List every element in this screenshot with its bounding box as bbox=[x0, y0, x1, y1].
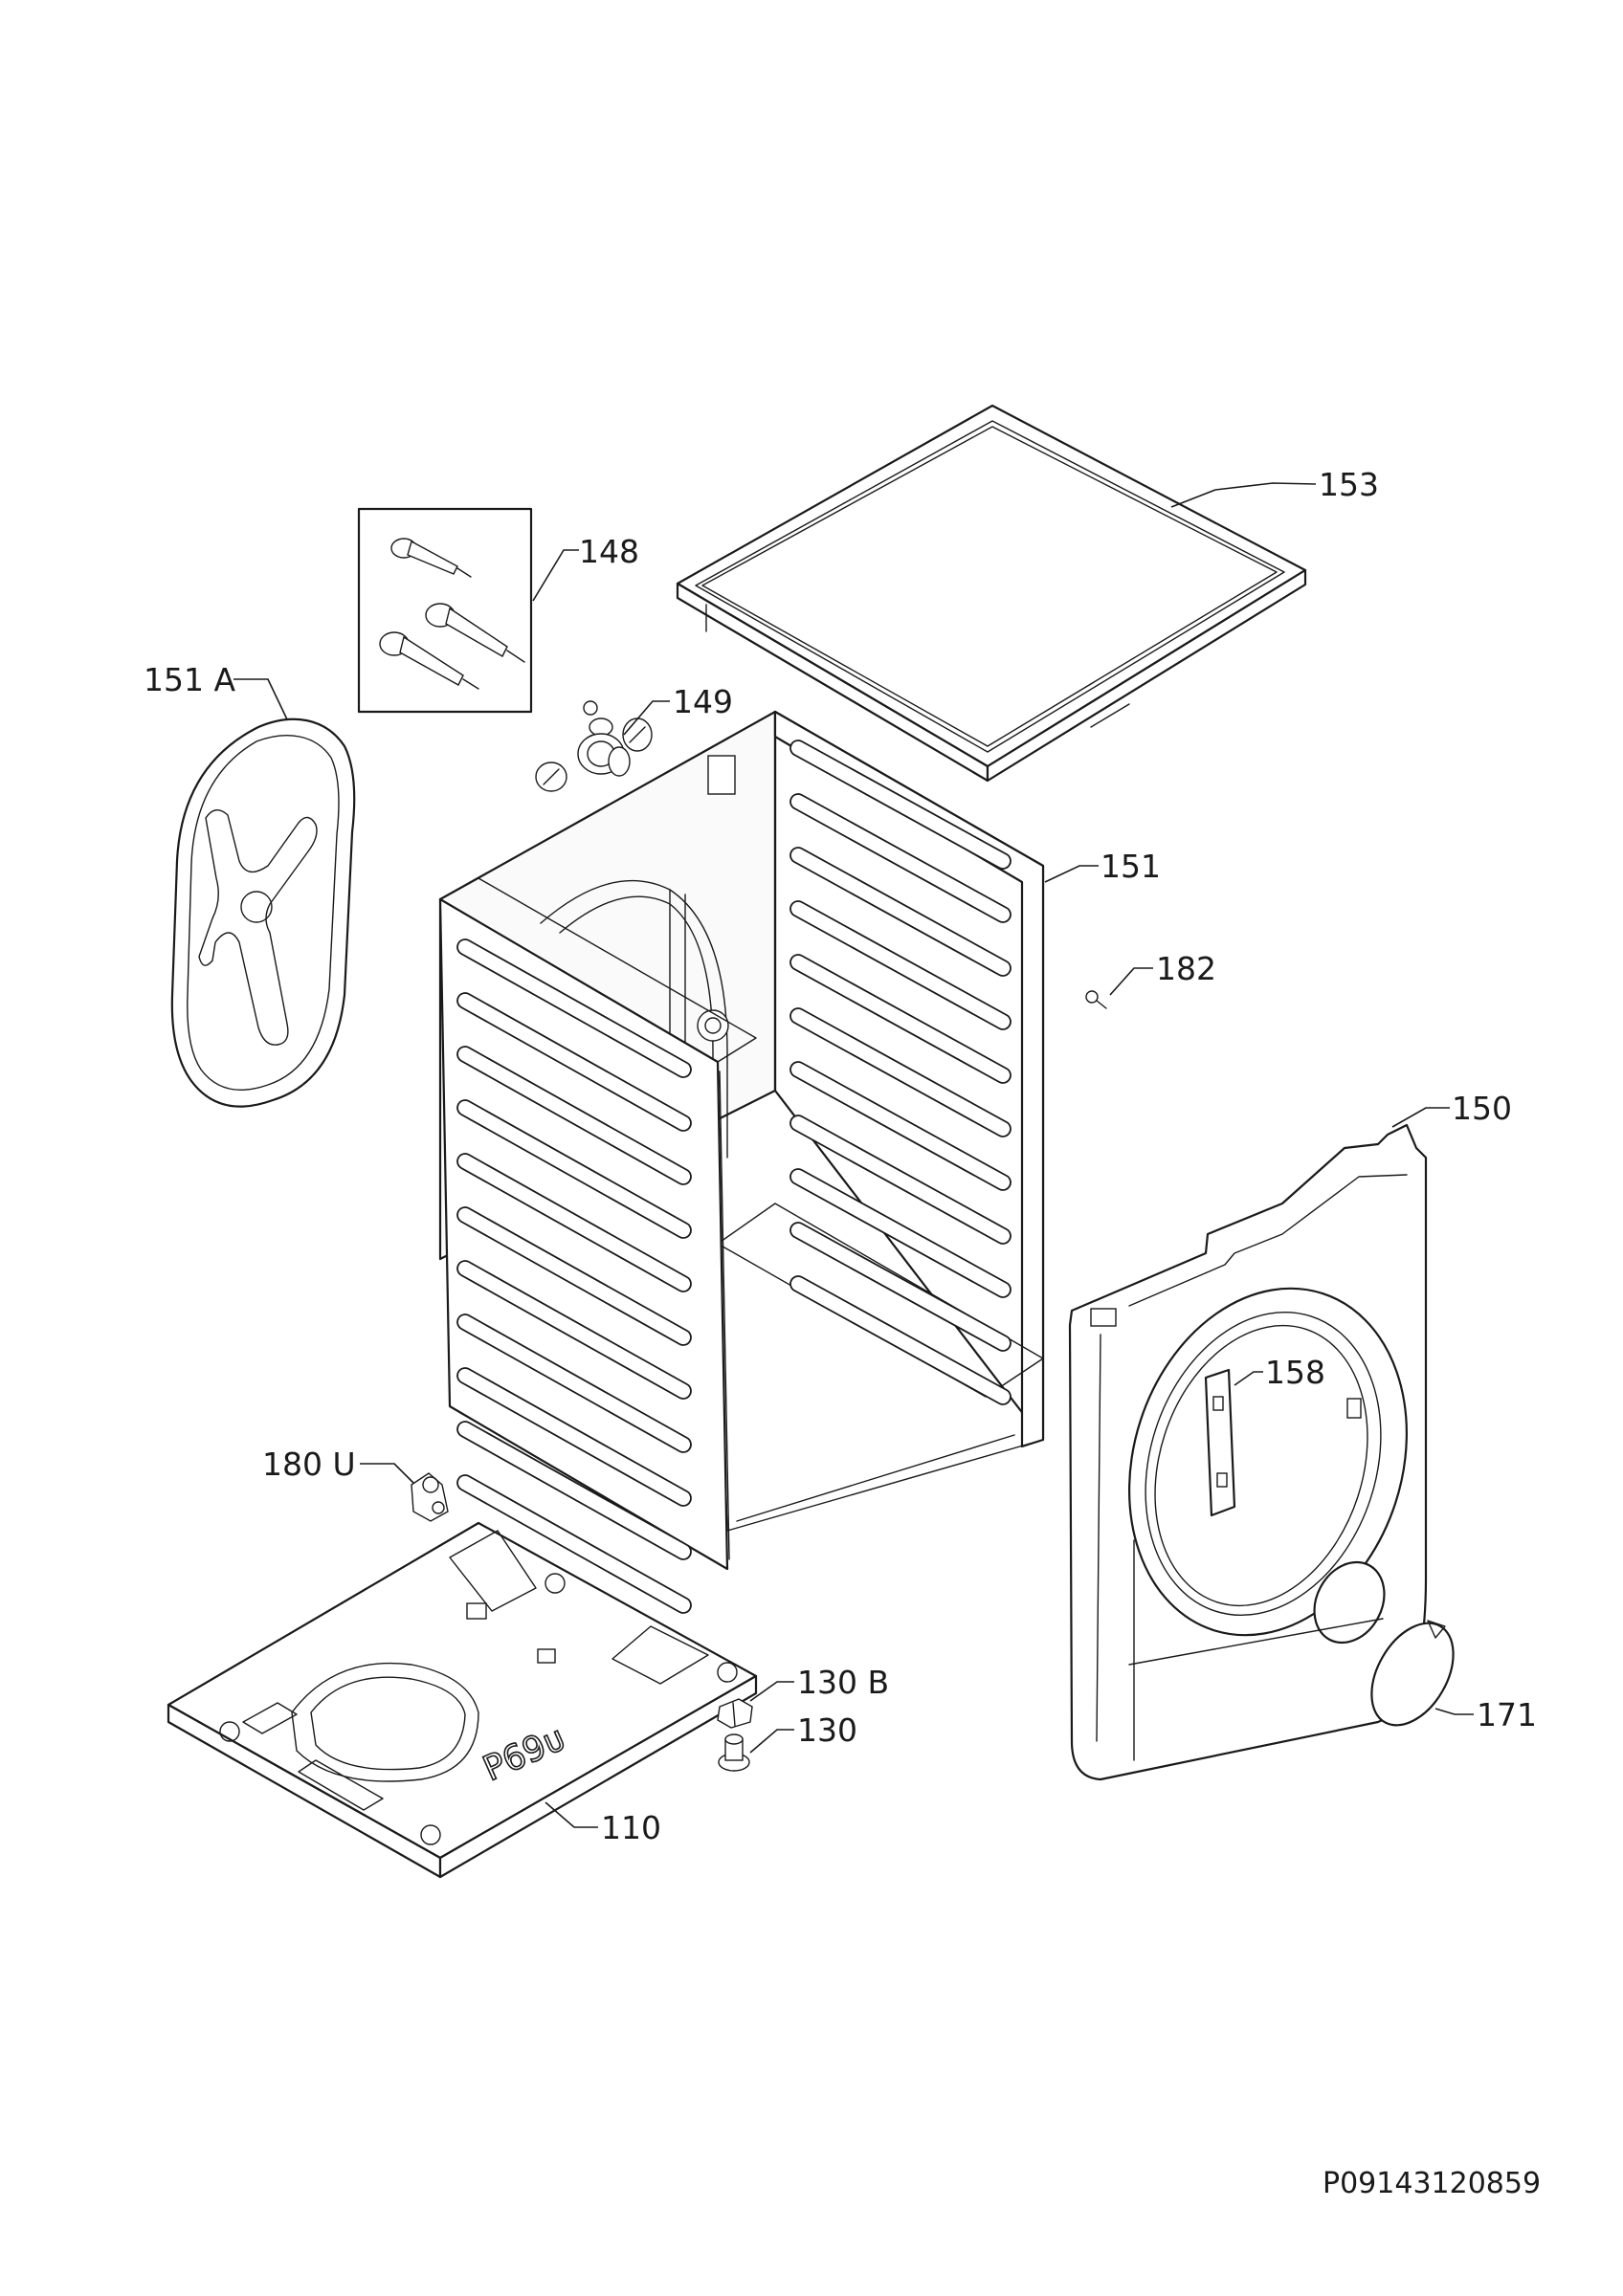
label-153: 153 bbox=[1319, 466, 1379, 503]
cabinet-rib bbox=[456, 1260, 692, 1400]
part-110-base: P69ᴜ bbox=[167, 1521, 758, 1879]
cabinet-rib bbox=[456, 1153, 692, 1292]
label-150: 150 bbox=[1452, 1090, 1512, 1127]
label-149: 149 bbox=[673, 683, 733, 720]
cabinet-rib bbox=[789, 1007, 1012, 1137]
label-171: 171 bbox=[1477, 1696, 1537, 1733]
label-151a: 151 A bbox=[144, 661, 235, 698]
cabinet-rib bbox=[789, 1115, 1012, 1245]
part-150-front-panel bbox=[1068, 1123, 1428, 1781]
part-151a-rear-panel bbox=[170, 718, 356, 1108]
cabinet-left-face-ribs bbox=[456, 938, 692, 1614]
cabinet-rib bbox=[456, 1206, 692, 1346]
cabinet-rib bbox=[456, 938, 692, 1078]
cabinet-rib bbox=[789, 1168, 1012, 1298]
callout-labels: 153 148 151 A 149 151 182 150 158 180 U … bbox=[144, 466, 1537, 1846]
label-130: 130 bbox=[797, 1711, 857, 1749]
cabinet-rib bbox=[789, 1061, 1012, 1191]
label-158: 158 bbox=[1265, 1354, 1325, 1391]
label-110: 110 bbox=[601, 1809, 661, 1846]
cabinet-rib bbox=[789, 847, 1012, 977]
cabinet-right-face-ribs bbox=[789, 740, 1012, 1405]
label-148: 148 bbox=[579, 533, 639, 570]
cabinet-rib bbox=[456, 992, 692, 1132]
drawing-code: P09143120859 bbox=[1323, 2167, 1541, 2200]
cabinet-rib bbox=[789, 740, 1012, 870]
cabinet-rib bbox=[456, 1367, 692, 1507]
part-149-caps-and-rings bbox=[535, 700, 653, 792]
label-151: 151 bbox=[1101, 848, 1161, 885]
part-180u-latch bbox=[411, 1472, 449, 1522]
part-130-foot bbox=[718, 1733, 750, 1772]
part-171-service-flap bbox=[1370, 1620, 1455, 1727]
cabinet-rib bbox=[789, 1222, 1012, 1352]
leader-lines bbox=[233, 482, 1474, 1828]
cabinet-rib bbox=[456, 1421, 692, 1560]
bolt bbox=[379, 631, 479, 690]
label-130b: 130 B bbox=[797, 1664, 889, 1701]
cabinet-rib bbox=[456, 1099, 692, 1239]
cabinet-rib bbox=[456, 1046, 692, 1185]
part-148-transport-bolts bbox=[357, 507, 533, 714]
cabinet-rib bbox=[789, 793, 1012, 923]
label-180u: 180 U bbox=[262, 1446, 356, 1483]
cabinet-rib bbox=[789, 1275, 1012, 1405]
cabinet-rib bbox=[456, 1474, 692, 1614]
cabinet-rib bbox=[789, 954, 1012, 1084]
bolt bbox=[425, 603, 525, 663]
bolt bbox=[390, 538, 472, 578]
part-158-hinge-bracket bbox=[1204, 1368, 1236, 1517]
cabinet-rib bbox=[456, 1314, 692, 1453]
cabinet-rib bbox=[789, 900, 1012, 1030]
part-182-screw bbox=[1085, 990, 1107, 1009]
part-153-top-cover bbox=[676, 404, 1307, 783]
label-182: 182 bbox=[1156, 950, 1216, 987]
part-130b-foot bbox=[717, 1698, 753, 1729]
